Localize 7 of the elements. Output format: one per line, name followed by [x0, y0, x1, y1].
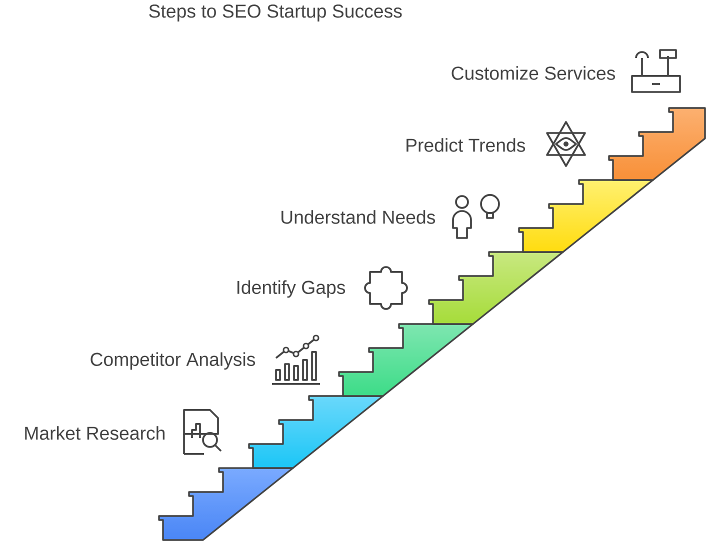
step-label: Understand Needs: [282, 210, 436, 224]
step-label: Customize Services: [452, 66, 616, 80]
step-label: Market Research: [25, 426, 164, 440]
step-label: Identify Gaps: [237, 280, 346, 298]
title: Steps to SEO Startup Success: [149, 4, 402, 22]
step-label: Predict Trends: [406, 138, 526, 152]
step-label: Competitor Analysis: [90, 352, 256, 370]
